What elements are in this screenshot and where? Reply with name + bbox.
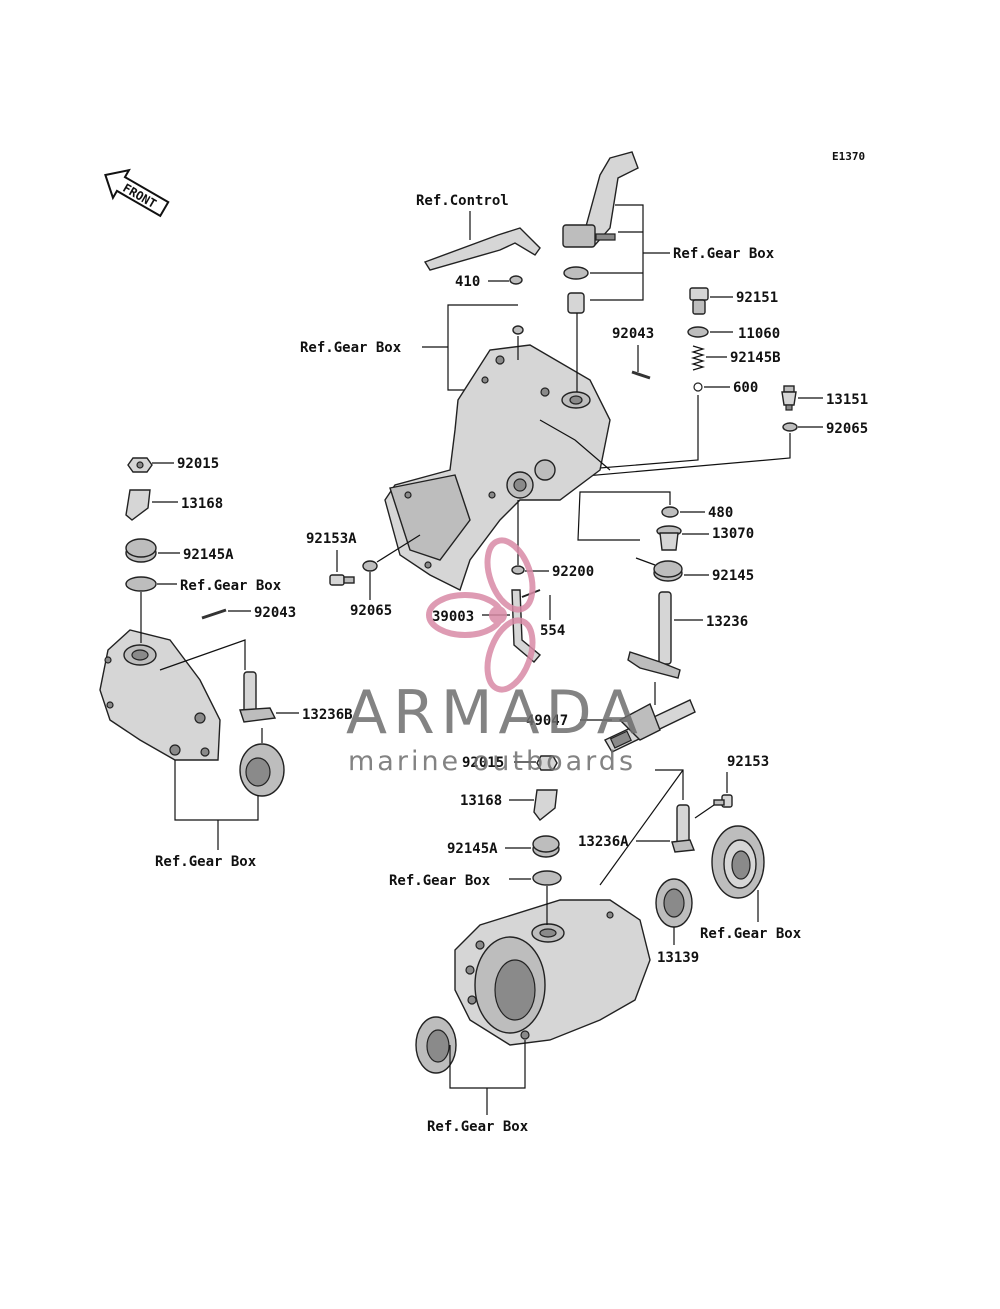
bearing-right	[711, 825, 765, 899]
gear-13139	[655, 878, 693, 928]
label-13070: 13070	[712, 526, 754, 542]
label-92065-left: 92065	[350, 603, 392, 619]
label-13151: 13151	[826, 392, 868, 408]
lever-13168-center	[533, 789, 558, 821]
label-92153A: 92153A	[306, 531, 357, 547]
label-480: 480	[708, 505, 733, 521]
bearing-top	[563, 266, 589, 280]
label-92145A-center: 92145A	[447, 841, 498, 857]
label-92145A-left: 92145A	[183, 547, 234, 563]
label-92200: 92200	[552, 564, 594, 580]
watermark-tagline: marine outboards	[348, 746, 636, 777]
upper-gear-case	[384, 344, 611, 591]
shaft-13236B	[239, 671, 277, 723]
watermark: ARMADA marine outboards	[346, 537, 644, 777]
propeller-logo-icon	[426, 537, 536, 693]
label-ref-gear-box-2: Ref.Gear Box	[673, 246, 775, 262]
diagram-code: E1370	[832, 150, 865, 163]
control-bracket	[423, 227, 541, 271]
label-49047: 49047	[526, 713, 568, 729]
label-92145: 92145	[712, 568, 754, 584]
label-ref-gear-box-5: Ref.Gear Box	[389, 873, 491, 889]
left-gear-case-cover	[99, 629, 221, 761]
pin-92043-left	[201, 608, 227, 620]
label-600: 600	[733, 380, 758, 396]
washer-92065-right	[782, 422, 798, 432]
spring-92145B	[690, 345, 706, 371]
label-92015-left: 92015	[177, 456, 219, 472]
label-ref-gear-box-7: Ref.Gear Box	[700, 926, 802, 942]
label-13236: 13236	[706, 614, 748, 630]
label-92153: 92153	[727, 754, 769, 770]
label-554: 554	[540, 623, 565, 639]
label-92015-center: 92015	[462, 755, 504, 771]
label-13139: 13139	[657, 950, 699, 966]
nut-92015-left	[127, 457, 153, 473]
spring-92145A-center	[532, 835, 560, 858]
ball-600	[693, 382, 703, 392]
seal-92200	[511, 565, 525, 575]
bushing-top	[567, 292, 585, 314]
label-ref-control: Ref.Control	[416, 193, 509, 209]
label-92043-left: 92043	[254, 605, 296, 621]
gasket-11060	[687, 326, 709, 338]
label-ref-gear-box-4: Ref.Gear Box	[155, 854, 257, 870]
label-92065-right: 92065	[826, 421, 868, 437]
seal-left	[125, 576, 157, 592]
shift-shaft-13236	[627, 591, 681, 679]
spring-92145	[635, 557, 683, 582]
gear-left	[239, 743, 285, 797]
bolt-92153	[713, 794, 733, 808]
circlip-480	[661, 506, 679, 518]
front-arrow-icon: FRONT	[104, 168, 170, 218]
label-ref-gear-box-1: Ref.Gear Box	[300, 340, 402, 356]
spring-92145A-left	[125, 538, 157, 563]
label-13168-left: 13168	[181, 496, 223, 512]
washer-small	[512, 325, 524, 335]
shaft-13236A	[671, 804, 695, 853]
shift-fork-49047	[604, 699, 696, 753]
oil-seal-lower	[415, 1016, 457, 1074]
label-ref-gear-box-3: Ref.Gear Box	[180, 578, 282, 594]
label-13168-center: 13168	[460, 793, 502, 809]
washer-410	[509, 275, 523, 285]
seal-center	[532, 870, 562, 886]
shift-lever-arm	[562, 151, 639, 248]
label-13236B: 13236B	[302, 707, 353, 723]
label-92145B: 92145B	[730, 350, 781, 366]
watermark-brand: ARMADA	[346, 678, 644, 748]
label-ref-gear-box-6: Ref.Gear Box	[427, 1119, 529, 1135]
label-410: 410	[455, 274, 480, 290]
plug-92151	[689, 287, 709, 315]
label-39003: 39003	[432, 609, 474, 625]
lever-13168-left	[125, 489, 151, 521]
lower-gear-case	[454, 899, 651, 1046]
label-92043-top: 92043	[612, 326, 654, 342]
label-11060: 11060	[738, 326, 780, 342]
nut-92015-center	[536, 755, 558, 771]
bolt-92153A	[329, 574, 355, 586]
label-92151: 92151	[736, 290, 778, 306]
washer-92065-left	[362, 560, 378, 572]
bushing-13070	[656, 525, 682, 551]
label-13236A: 13236A	[578, 834, 629, 850]
switch-13151	[781, 385, 797, 411]
pin-92043-top	[631, 370, 651, 380]
